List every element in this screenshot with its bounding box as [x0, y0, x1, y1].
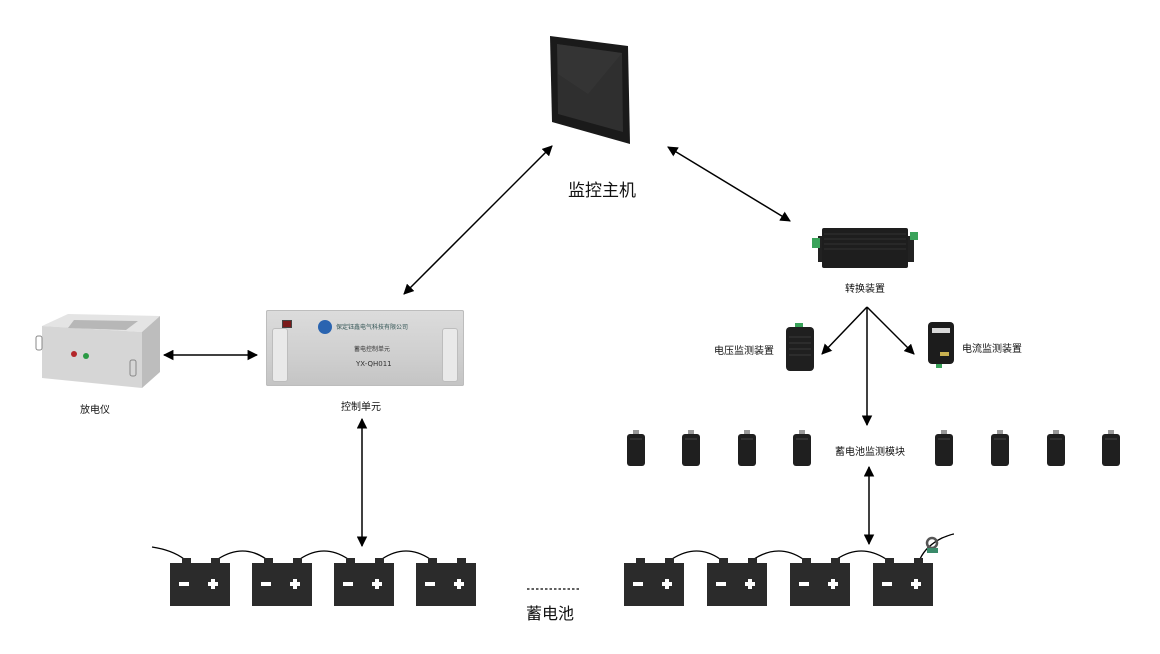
- voltage-monitor-label: 电压监测装置: [714, 346, 774, 357]
- converter-device[interactable]: [812, 226, 920, 270]
- battery-module-device[interactable]: [792, 430, 812, 466]
- discharger-icon: [35, 314, 160, 388]
- current-clamp-icon: [925, 536, 939, 553]
- battery-label: 蓄电池: [526, 604, 575, 623]
- battery-module-icon: [627, 430, 645, 466]
- panel-company-text: 保定钰鑫电气科技有限公司: [336, 324, 409, 331]
- arrow-converter-voltage: [821, 306, 868, 355]
- rack-handle-right: [442, 328, 458, 382]
- arrow-converter-current: [866, 306, 915, 355]
- battery-module-device[interactable]: [1101, 430, 1121, 466]
- battery-module-device[interactable]: [626, 430, 646, 466]
- battery-icon: [170, 558, 230, 606]
- battery-module-label: 蓄电池监测模块: [835, 447, 905, 458]
- battery-cell: [334, 558, 394, 606]
- company-logo-icon: [318, 320, 332, 334]
- discharger-label: 放电仪: [80, 405, 110, 416]
- battery-cell: [624, 558, 684, 606]
- voltage-monitor-icon: [786, 323, 814, 371]
- battery-icon: [252, 558, 312, 606]
- converter-icon: [812, 228, 918, 268]
- battery-cell: [416, 558, 476, 606]
- battery-icon: [624, 558, 684, 606]
- battery-cell: [707, 558, 767, 606]
- battery-cell: [170, 558, 230, 606]
- current-monitor-device[interactable]: [927, 322, 955, 368]
- battery-module-device[interactable]: [737, 430, 757, 466]
- battery-module-icon: [935, 430, 953, 466]
- battery-cell: [790, 558, 850, 606]
- control-unit-label: 控制单元: [341, 402, 381, 413]
- discharger-device[interactable]: [34, 312, 160, 388]
- voltage-monitor-device[interactable]: [785, 323, 815, 371]
- monitor-host-device[interactable]: [548, 34, 632, 146]
- current-monitor-icon: [928, 322, 954, 368]
- current-monitor-label: 电流监测装置: [962, 344, 1022, 355]
- converter-label: 转换装置: [845, 284, 885, 295]
- battery-module-icon: [738, 430, 756, 466]
- battery-icon: [790, 558, 850, 606]
- battery-module-device[interactable]: [1046, 430, 1066, 466]
- battery-module-icon: [1047, 430, 1065, 466]
- power-led: [282, 320, 292, 328]
- battery-module-device[interactable]: [681, 430, 701, 466]
- battery-module-icon: [682, 430, 700, 466]
- battery-module-icon: [991, 430, 1009, 466]
- battery-icon: [707, 558, 767, 606]
- arrow-control-monitor: [403, 145, 553, 295]
- battery-wire: [919, 533, 955, 560]
- control-unit-device[interactable]: 保定钰鑫电气科技有限公司 蓄电控制单元 YX-QH011: [266, 310, 464, 386]
- battery-cell: [873, 558, 933, 606]
- battery-module-icon: [793, 430, 811, 466]
- battery-module-icon: [1102, 430, 1120, 466]
- panel-name-text: 蓄电控制单元: [354, 346, 391, 353]
- battery-icon: [873, 558, 933, 606]
- battery-icon: [416, 558, 476, 606]
- battery-module-device[interactable]: [990, 430, 1010, 466]
- battery-icon: [334, 558, 394, 606]
- rack-handle-left: [272, 328, 288, 382]
- monitor-icon: [550, 36, 630, 144]
- battery-cell: [252, 558, 312, 606]
- battery-module-device[interactable]: [934, 430, 954, 466]
- monitor-host-label: 监控主机: [568, 181, 636, 201]
- panel-model-text: YX-QH011: [356, 360, 392, 368]
- arrow-monitor-converter: [667, 146, 791, 222]
